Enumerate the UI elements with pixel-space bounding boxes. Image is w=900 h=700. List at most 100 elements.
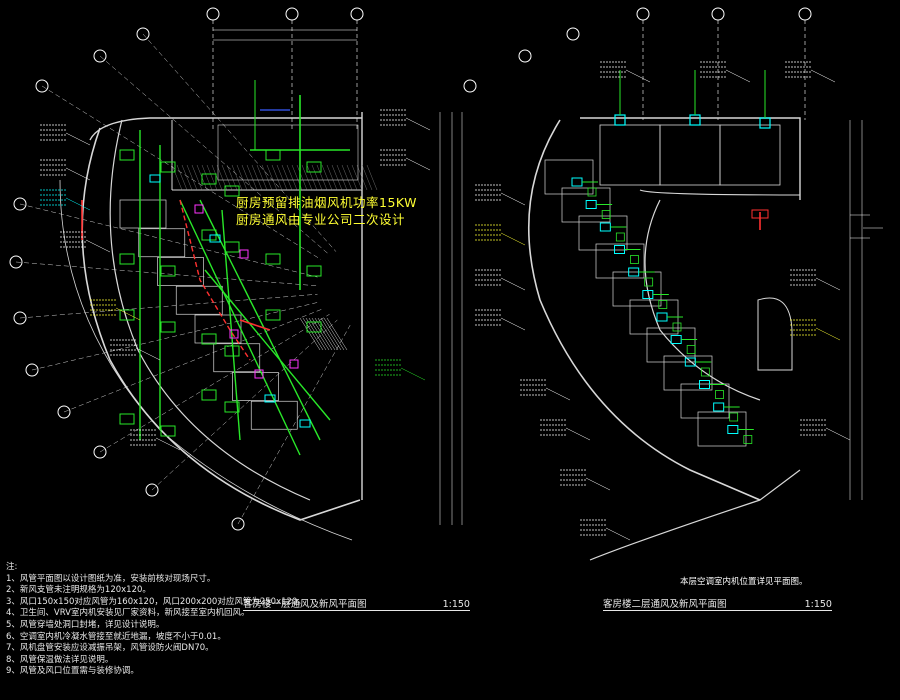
left-plan-axis-grid xyxy=(9,7,463,531)
hatch-line xyxy=(271,164,283,191)
room-outline xyxy=(157,257,204,286)
air-diffuser xyxy=(224,185,240,197)
top-wall xyxy=(580,117,801,200)
hatch-line xyxy=(301,164,313,191)
air-diffuser xyxy=(615,232,625,242)
indoor-unit xyxy=(656,312,668,322)
axis-bubble xyxy=(25,363,39,377)
indoor-unit xyxy=(149,174,161,183)
hatch-line xyxy=(326,164,338,191)
indoor-unit xyxy=(585,200,597,209)
supply-duct xyxy=(204,269,331,421)
stair-tread xyxy=(299,317,321,351)
air-diffuser xyxy=(729,412,739,422)
hatch-line xyxy=(241,164,253,191)
guest-room-outline xyxy=(578,215,628,251)
air-diffuser xyxy=(700,367,710,377)
note-item: 1、风管平面图以设计图纸为准，安装前核对现场尺寸。 xyxy=(6,573,216,584)
guest-room-outline xyxy=(612,271,662,307)
axis-line xyxy=(63,308,325,413)
sheet-scale: 1:150 xyxy=(804,599,832,610)
note-item: 7、风机盘管安装应设减振吊架，风管设防火阀DN70。 xyxy=(6,643,214,654)
sheet-title-left: 客房楼一层通风及新风平面图 1:150 xyxy=(243,596,470,611)
fire-damper xyxy=(239,249,249,259)
axis-bubble xyxy=(566,27,580,41)
room-outline xyxy=(250,400,298,430)
hatch-line xyxy=(331,164,343,191)
sheet-scale: 1:150 xyxy=(442,599,470,610)
indoor-unit xyxy=(699,380,710,389)
outer-wall-curve xyxy=(527,119,761,501)
hatch-line xyxy=(211,164,223,191)
fire-damper xyxy=(289,359,299,369)
indoor-unit xyxy=(264,394,276,403)
bottom-curve xyxy=(589,469,801,561)
air-diffuser xyxy=(160,321,176,333)
notes-heading: 注: xyxy=(6,562,18,572)
hatch-line xyxy=(346,164,358,191)
stair-tread xyxy=(314,317,336,351)
axis-line xyxy=(19,203,318,278)
room-outline xyxy=(175,285,223,315)
air-diffuser xyxy=(160,161,176,173)
fire-damper xyxy=(254,369,264,379)
leader-line xyxy=(155,437,181,451)
air-diffuser xyxy=(306,321,322,333)
axis-line xyxy=(31,301,320,371)
leader-line xyxy=(405,117,431,131)
stair-tread xyxy=(320,317,342,351)
air-diffuser xyxy=(224,401,240,413)
note-item: 4、卫生间、VRV室内机安装见厂家资料，新风接至室内机回风。 xyxy=(6,608,250,619)
leader-line xyxy=(500,317,526,331)
supply-duct xyxy=(199,199,321,441)
axis-line xyxy=(99,314,330,453)
air-diffuser xyxy=(265,149,281,161)
top-room xyxy=(599,124,661,186)
hatch-line xyxy=(306,164,318,191)
kitchen-exhaust-note: 厨房预留排油烟风机功率15KW 厨房通风由专业公司二次设计 xyxy=(236,194,417,228)
hatch-line xyxy=(351,164,363,191)
sheet-title-right: 客房楼二层通风及新风平面图 1:150 xyxy=(603,596,832,611)
hatch-line xyxy=(191,164,203,191)
air-diffuser xyxy=(160,265,176,277)
fire-damper xyxy=(229,329,239,339)
air-diffuser xyxy=(658,300,668,309)
axis-bubble xyxy=(285,7,299,21)
axis-line xyxy=(151,319,338,491)
guest-room-outline xyxy=(544,159,594,195)
top-room xyxy=(659,124,721,186)
kitchen-note-line-1: 厨房预留排油烟风机功率15KW xyxy=(236,195,418,210)
exhaust-duct xyxy=(239,319,271,331)
leader-line xyxy=(115,307,141,321)
axis-line xyxy=(19,294,318,319)
guest-room-outline xyxy=(595,243,645,279)
hatch-line xyxy=(186,164,198,191)
indoor-unit xyxy=(209,234,221,243)
air-diffuser xyxy=(160,425,176,437)
hatch-line xyxy=(256,164,268,191)
stair-tread xyxy=(326,317,348,351)
leader-line xyxy=(825,427,851,441)
air-diffuser xyxy=(587,187,597,197)
hatch-line xyxy=(171,164,183,191)
title-underline xyxy=(603,610,832,611)
leader-line xyxy=(500,232,526,246)
room-outline xyxy=(119,199,167,229)
leader-line xyxy=(135,347,161,361)
hatch-line xyxy=(251,164,263,191)
air-diffuser xyxy=(686,345,696,354)
indoor-unit xyxy=(299,419,311,428)
hatch-line xyxy=(296,164,308,191)
axis-bubble xyxy=(463,79,477,93)
stair-tread xyxy=(302,317,324,351)
left-plan-ductwork xyxy=(81,80,350,456)
leader-line xyxy=(725,69,751,83)
hatch-line xyxy=(181,164,193,191)
outer-wall-curve xyxy=(81,127,361,521)
courtyard-top xyxy=(639,189,801,196)
leader-line xyxy=(85,239,111,253)
air-diffuser xyxy=(265,309,281,321)
hatch-line xyxy=(206,164,218,191)
hatch-line xyxy=(281,164,293,191)
stair-tread xyxy=(305,317,327,351)
